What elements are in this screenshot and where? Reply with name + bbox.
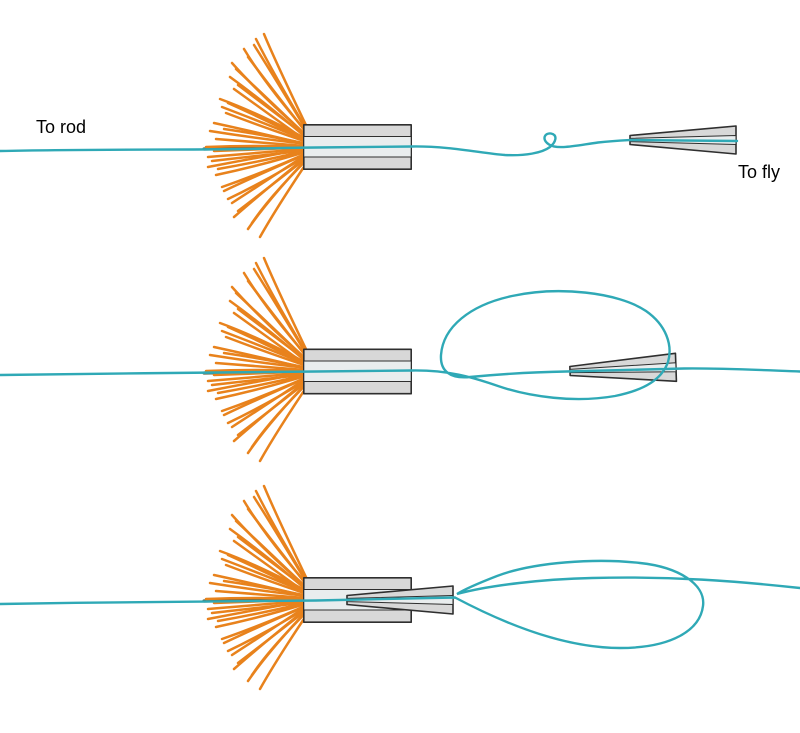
- yarn-tuft: [202, 256, 322, 463]
- to-fly-label: To fly: [738, 162, 780, 182]
- panel-step-3: [0, 484, 800, 691]
- fly-line-step-2: [0, 290, 800, 401]
- yarn-tuft: [202, 32, 322, 239]
- fly-line-step-1: [0, 132, 739, 157]
- fly-line-step-3: [0, 559, 800, 650]
- panel-step-1: To rod To fly: [0, 32, 780, 239]
- panel-step-2: [0, 256, 800, 463]
- to-rod-label: To rod: [36, 117, 86, 137]
- yarn-tuft: [202, 484, 322, 691]
